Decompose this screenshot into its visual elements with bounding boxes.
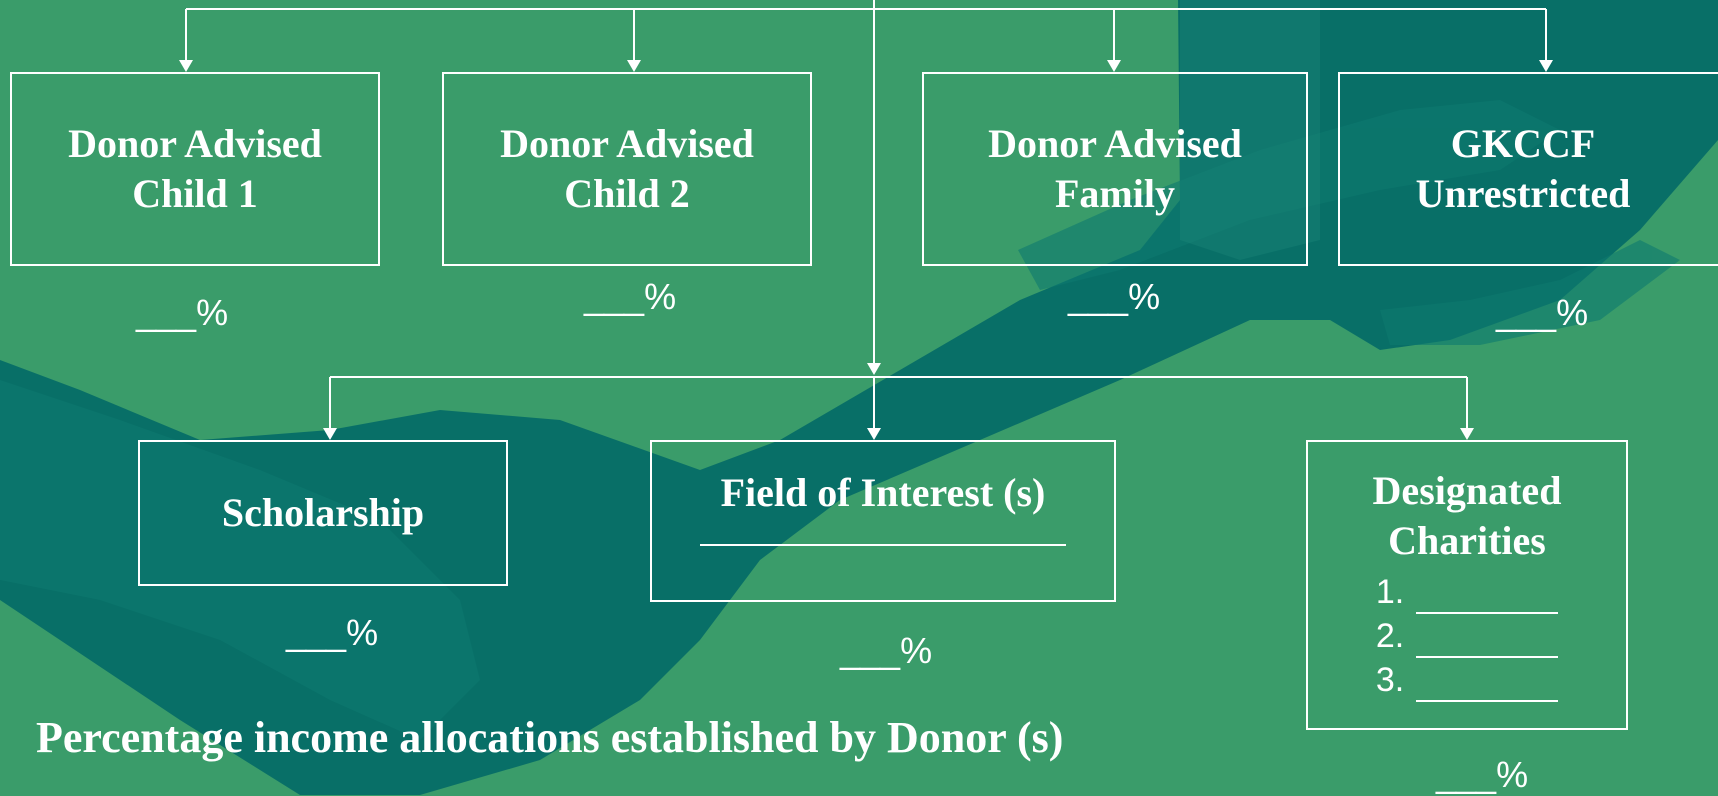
charity-number: 3.	[1375, 661, 1405, 699]
gkccf-unrestricted-box: GKCCF Unrestricted	[1338, 72, 1718, 266]
unrestricted-percent: ___%	[1496, 292, 1589, 333]
box-label-line2: Charities	[1388, 518, 1546, 563]
donor-advised-child-1-box: Donor Advised Child 1	[10, 72, 380, 266]
field-of-interest-box: Field of Interest (s)	[650, 440, 1116, 602]
box-label-line1: GKCCF	[1450, 121, 1596, 166]
box-label-line1: Designated	[1372, 468, 1562, 513]
designated-percent: ___%	[1436, 754, 1529, 795]
arrowhead-down-icon	[1107, 60, 1121, 72]
box-label-line1: Donor Advised	[988, 121, 1242, 166]
charity-number: 2.	[1375, 617, 1405, 655]
arrowhead-down-icon	[867, 428, 881, 440]
field-of-interest-blank-line	[700, 544, 1066, 546]
box-label: Scholarship	[221, 490, 425, 535]
scholarship-box: Scholarship	[138, 440, 508, 586]
arrowhead-down-icon	[1539, 60, 1553, 72]
charity-item-1: 1.	[1375, 570, 1559, 614]
box-label-line1: Donor Advised	[500, 121, 754, 166]
box-label-line2: Unrestricted	[1415, 171, 1631, 216]
page-caption: Percentage income allocations establishe…	[36, 713, 1064, 762]
donor-advised-family-box: Donor Advised Family	[922, 72, 1308, 266]
field-of-interest-percent: ___%	[840, 630, 933, 671]
arrowhead-down-icon	[867, 363, 881, 375]
arrowhead-down-icon	[627, 60, 641, 72]
scholarship-percent: ___%	[286, 612, 379, 653]
box-label-line2: Child 2	[564, 171, 690, 216]
donor-advised-child-2-box: Donor Advised Child 2	[442, 72, 812, 266]
child-1-percent: ___%	[136, 292, 229, 333]
charity-item-2: 2.	[1375, 614, 1559, 658]
family-percent: ___%	[1068, 276, 1161, 317]
arrowhead-down-icon	[1460, 428, 1474, 440]
box-label-line2: Family	[1055, 171, 1175, 216]
arrowhead-down-icon	[323, 428, 337, 440]
box-label-line1: Donor Advised	[68, 121, 322, 166]
charity-number: 1.	[1375, 573, 1405, 611]
box-label-line2: Child 1	[132, 171, 258, 216]
arrowhead-down-icon	[179, 60, 193, 72]
charity-item-3: 3.	[1375, 658, 1559, 702]
designated-charities-box: Designated Charities 1. 2. 3.	[1306, 440, 1628, 730]
box-label: Field of Interest (s)	[720, 470, 1046, 515]
child-2-percent: ___%	[584, 276, 677, 317]
